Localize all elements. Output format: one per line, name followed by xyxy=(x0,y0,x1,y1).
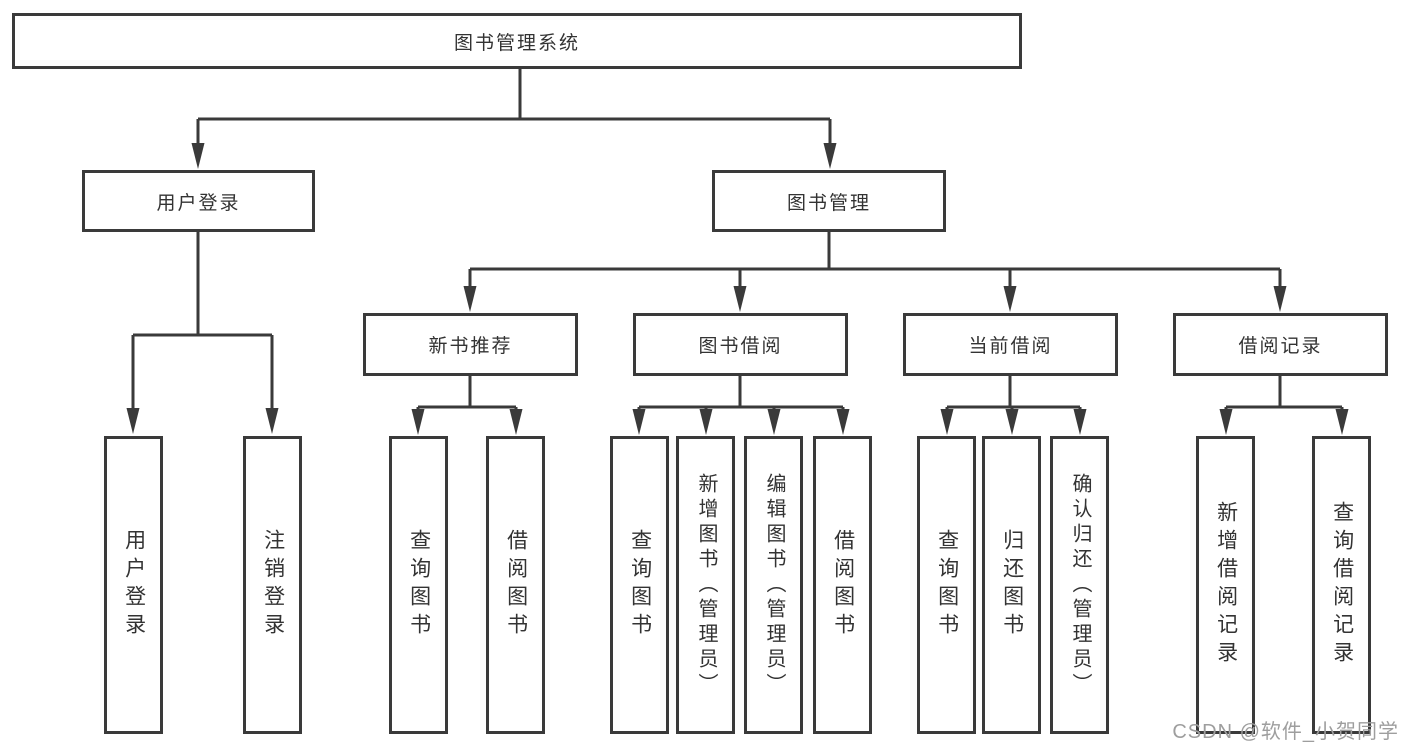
leaf-return-books: 归还图书 xyxy=(982,436,1041,734)
node-current-borrow: 当前借阅 xyxy=(903,313,1118,376)
leaf-confirm-return-admin: 确认归还（管理员） xyxy=(1050,436,1109,734)
node-book-borrow: 图书借阅 xyxy=(633,313,848,376)
csdn-watermark: CSDN @软件_小贺同学 xyxy=(1172,721,1399,743)
node-borrow-records: 借阅记录 xyxy=(1173,313,1388,376)
leaf-recommend-query-books: 查询图书 xyxy=(389,436,448,734)
node-root: 图书管理系统 xyxy=(12,13,1022,69)
leaf-user-login: 用户登录 xyxy=(104,436,163,734)
leaf-add-books-admin: 新增图书（管理员） xyxy=(676,436,735,734)
leaf-recommend-borrow-books: 借阅图书 xyxy=(486,436,545,734)
arrowheads xyxy=(126,143,1349,435)
leaf-borrow-query-books: 查询图书 xyxy=(610,436,669,734)
node-new-book-recommend: 新书推荐 xyxy=(363,313,578,376)
leaf-edit-books-admin: 编辑图书（管理员） xyxy=(744,436,803,734)
leaf-current-query-books: 查询图书 xyxy=(917,436,976,734)
node-book-management: 图书管理 xyxy=(712,170,946,232)
node-user-login: 用户登录 xyxy=(82,170,315,232)
leaf-add-borrow-record: 新增借阅记录 xyxy=(1196,436,1255,734)
leaf-query-borrow-record: 查询借阅记录 xyxy=(1312,436,1371,734)
leaf-logout: 注销登录 xyxy=(243,436,302,734)
leaf-borrow-books: 借阅图书 xyxy=(813,436,872,734)
